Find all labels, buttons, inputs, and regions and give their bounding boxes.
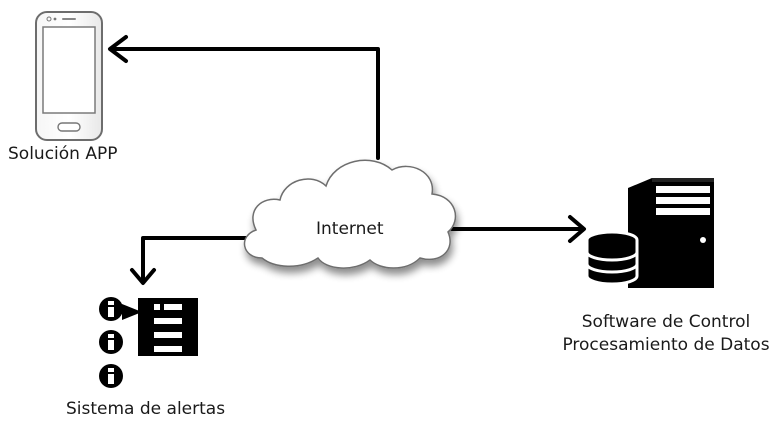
server-label-line1: Software de Control — [581, 312, 751, 332]
smartphone-icon — [35, 11, 103, 141]
cloud-icon — [243, 159, 457, 269]
info-icon — [99, 330, 123, 354]
app-label: Solución APP — [8, 144, 118, 164]
info-icon — [99, 364, 123, 388]
server-label-line2: Procesamiento de Datos — [562, 335, 770, 355]
server-database-icon — [585, 178, 714, 288]
internet-label: Internet — [316, 219, 384, 239]
info-icon — [99, 297, 123, 321]
connector-cloud-to-server — [450, 215, 586, 243]
connector-cloud-to-app — [108, 35, 380, 160]
connector-cloud-to-alerts — [130, 236, 250, 285]
alert-list-icon — [99, 297, 198, 388]
alerts-label: Sistema de alertas — [66, 399, 226, 419]
